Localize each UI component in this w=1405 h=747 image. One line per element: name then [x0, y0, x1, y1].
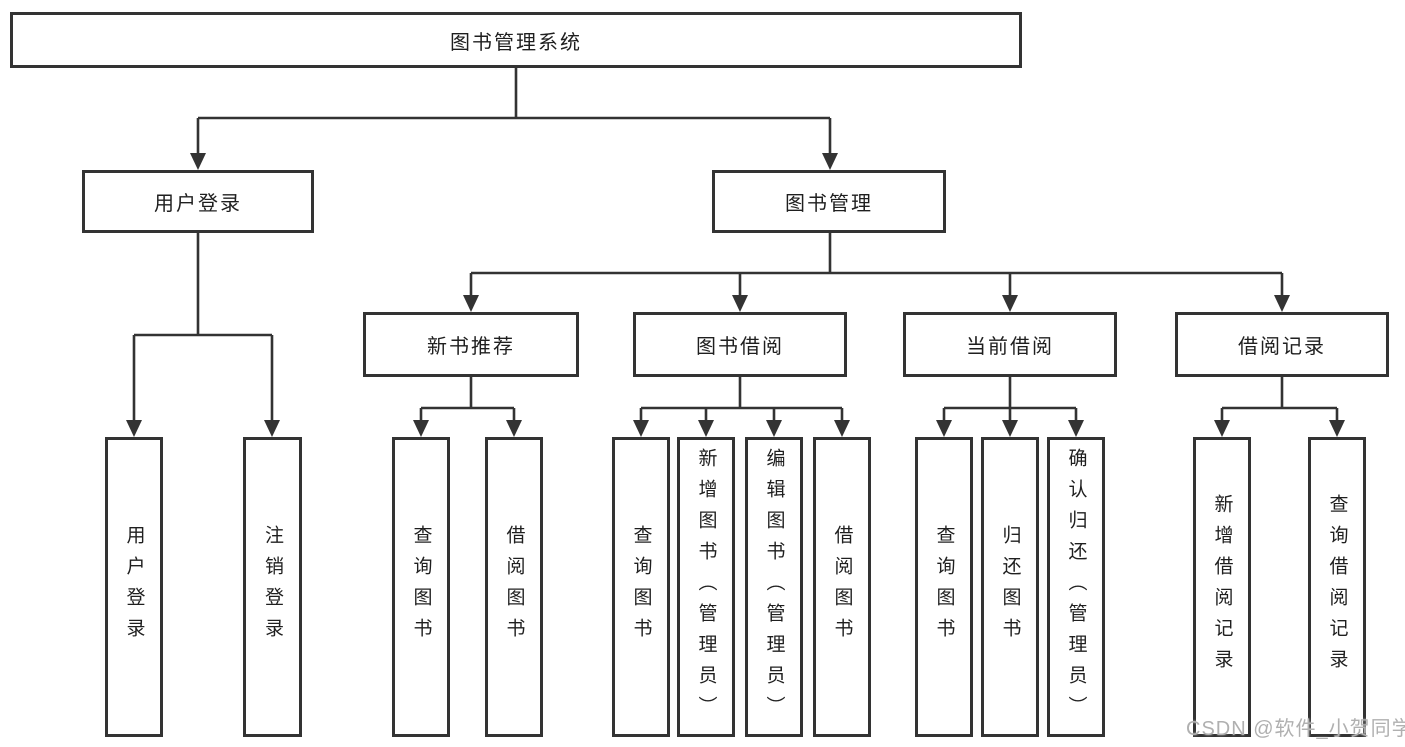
- node-library-management-system: 图书管理系统: [10, 12, 1022, 68]
- leaf-logout: 注销登录: [243, 437, 302, 737]
- leaf-add-book-admin: 新增图书（管理员）: [677, 437, 735, 737]
- node-borrow-record: 借阅记录: [1175, 312, 1389, 377]
- leaf-query-book-recommend: 查询图书: [392, 437, 450, 737]
- watermark: CSDN @软件_小贺同学: [1186, 718, 1405, 740]
- node-book-management: 图书管理: [712, 170, 946, 233]
- leaf-query-borrow-record: 查询借阅记录: [1308, 437, 1366, 737]
- leaf-borrow-book: 借阅图书: [813, 437, 871, 737]
- node-current-borrow: 当前借阅: [903, 312, 1117, 377]
- leaf-edit-book-admin: 编辑图书（管理员）: [745, 437, 803, 737]
- leaf-confirm-return-admin: 确认归还（管理员）: [1047, 437, 1105, 737]
- node-book-borrow: 图书借阅: [633, 312, 847, 377]
- leaf-query-book-current: 查询图书: [915, 437, 973, 737]
- leaf-query-book-borrow: 查询图书: [612, 437, 670, 737]
- node-user-login: 用户登录: [82, 170, 314, 233]
- node-new-book-recommend: 新书推荐: [363, 312, 579, 377]
- leaf-return-book: 归还图书: [981, 437, 1039, 737]
- leaf-borrow-book-recommend: 借阅图书: [485, 437, 543, 737]
- leaf-add-borrow-record: 新增借阅记录: [1193, 437, 1251, 737]
- leaf-user-login: 用户登录: [105, 437, 163, 737]
